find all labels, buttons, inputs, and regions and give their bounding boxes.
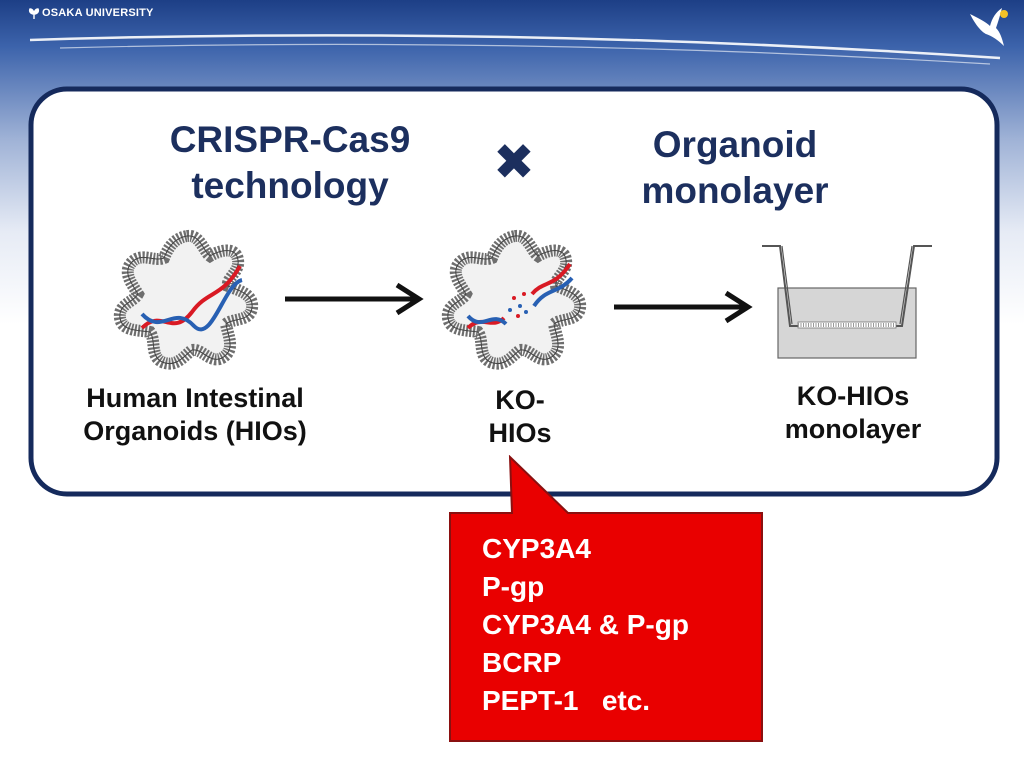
gene-item: P-gp xyxy=(482,571,545,602)
header-swoosh xyxy=(29,34,1001,60)
stage-label-line: Human Intestinal xyxy=(86,383,304,413)
knockout-organoid-icon xyxy=(441,229,587,370)
crispr-title-line1: CRISPR-Cas9 xyxy=(169,119,411,160)
gene-item: CYP3A4 xyxy=(482,533,591,564)
stage-label-line: Organoids (HIOs) xyxy=(83,416,307,446)
gene-item: CYP3A4 & P-gp xyxy=(482,609,689,640)
stage-label-hios: Human Intestinal Organoids (HIOs) xyxy=(40,382,350,448)
arrow-right-icon xyxy=(285,282,424,316)
times-icon: ✖ xyxy=(493,134,535,190)
gene-callout-box xyxy=(449,455,763,742)
arrow-right-icon xyxy=(614,290,753,324)
crispr-title-line2: technology xyxy=(191,165,389,206)
gene-item: BCRP xyxy=(482,647,562,678)
swallow-logo-icon xyxy=(970,8,1008,46)
transwell-monolayer-icon xyxy=(762,245,932,359)
university-name: OSAKA UNIVERSITY xyxy=(42,7,154,19)
organoid-title: Organoid monolayer xyxy=(590,122,880,214)
crispr-title: CRISPR-Cas9 technology xyxy=(130,117,450,209)
stage-label-line: KO-HIOs xyxy=(796,381,910,411)
gene-list: CYP3A4 P-gp CYP3A4 & P-gp BCRP PEPT-1 et… xyxy=(482,530,762,720)
stage-label-monolayer: KO-HIOs monolayer xyxy=(748,380,958,446)
organoid-title-line2: monolayer xyxy=(641,170,829,211)
gene-item: PEPT-1 etc. xyxy=(482,685,651,716)
stage-label-ko-hios: KO- HIOs xyxy=(440,384,600,450)
stage-label-line: KO- xyxy=(495,385,545,415)
stage-label-line: monolayer xyxy=(784,414,922,444)
organoid-with-dna-icon xyxy=(113,229,259,370)
stage-label-line: HIOs xyxy=(488,418,552,448)
university-leaf-icon xyxy=(28,8,40,19)
organoid-title-line1: Organoid xyxy=(652,124,818,165)
